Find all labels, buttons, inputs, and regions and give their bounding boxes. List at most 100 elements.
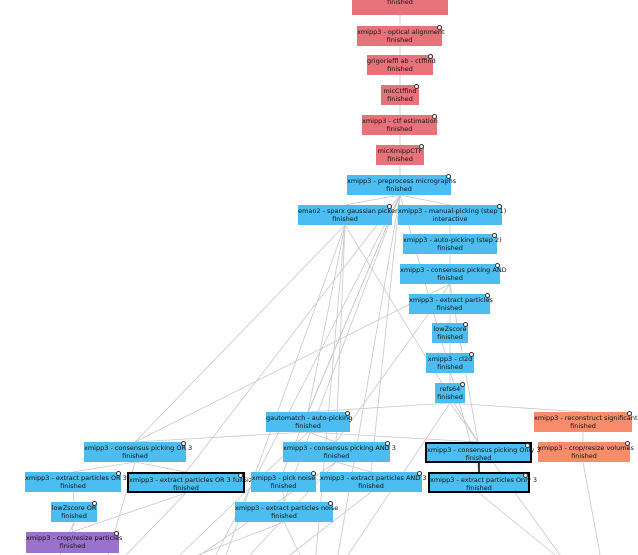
node-toggle-icon[interactable] (345, 411, 350, 416)
node-status: finished (570, 422, 596, 430)
protocol-node[interactable]: xmipp3 - manual-picking (step 1)interact… (398, 204, 507, 225)
node-status: finished (387, 65, 413, 73)
edge-line (315, 224, 346, 555)
node-toggle-icon[interactable] (428, 54, 433, 59)
edge-line (399, 194, 451, 206)
node-label: xmipp3 - extract particles AND 3 (320, 474, 427, 482)
node-toggle-icon[interactable] (460, 382, 465, 387)
node-toggle-icon[interactable] (497, 204, 502, 209)
node-status: finished (173, 484, 199, 492)
node-label: xmipp3 - consensus picking AND 3 (283, 444, 396, 452)
node-status: finished (437, 274, 463, 282)
node-label: gautomatch - auto-picking (266, 414, 353, 422)
edge-line (72, 491, 75, 503)
node-toggle-icon[interactable] (238, 473, 243, 478)
node-toggle-icon[interactable] (385, 441, 390, 446)
node-label: xmipp3 - crop/resize volumes (538, 444, 634, 452)
node-label: refs64 (439, 385, 461, 393)
node-label: xmipp3 - cl2d (427, 355, 473, 363)
node-label: xmipp3 - consensus picking Only 3 (427, 446, 541, 454)
node-status: finished (122, 452, 148, 460)
edge-line (449, 402, 584, 413)
node-toggle-icon[interactable] (469, 352, 474, 357)
node-status: finished (323, 452, 350, 460)
node-label: xmipp3 - manual-picking (step 1) (398, 207, 507, 215)
protocol-node-selected[interactable]: xmipp3 - extract particles OR 3 fullSize… (127, 472, 256, 493)
node-toggle-icon[interactable] (417, 471, 422, 476)
node-toggle-icon[interactable] (625, 441, 630, 446)
node-label: grigorieffl ab - ctffind (367, 57, 436, 65)
node-toggle-icon[interactable] (116, 471, 121, 476)
node-toggle-icon[interactable] (414, 84, 419, 89)
node-toggle-icon[interactable] (463, 322, 468, 327)
edge-line (307, 431, 337, 443)
node-toggle-icon[interactable] (114, 531, 119, 536)
node-status: interactive (432, 215, 468, 223)
protocol-node[interactable]: xmipp3 - auto-picking (step 2)finished (403, 233, 502, 254)
node-toggle-icon[interactable] (523, 473, 528, 478)
node-toggle-icon[interactable] (328, 501, 333, 506)
node-toggle-icon[interactable] (485, 293, 490, 298)
edge-line (125, 492, 187, 555)
protocol-node[interactable]: finished (352, 0, 448, 15)
node-label: xmipp3 - extract particles (409, 296, 493, 304)
edge-line (344, 194, 401, 206)
edge-line (283, 521, 301, 555)
node-toggle-icon[interactable] (495, 263, 500, 268)
edge-line (282, 491, 285, 503)
node-toggle-icon[interactable] (627, 411, 632, 416)
node-toggle-icon[interactable] (446, 174, 451, 179)
node-label: lowZscore (433, 325, 467, 333)
edge-line (215, 194, 401, 555)
node-toggle-icon[interactable] (432, 114, 437, 119)
node-toggle-icon[interactable] (181, 441, 186, 446)
node-status: finished (387, 155, 413, 163)
edge-line (134, 461, 187, 473)
node-label: xmipp3 - extract particles noise (235, 504, 339, 512)
edge-line (582, 461, 601, 555)
node-toggle-icon[interactable] (525, 443, 530, 448)
node-status: finished (437, 363, 463, 371)
node-label: xmipp3 - preprocess micrographs (347, 177, 457, 185)
node-status: finished (437, 333, 463, 341)
node-status: finished (59, 542, 86, 550)
node-toggle-icon[interactable] (437, 25, 442, 30)
node-toggle-icon[interactable] (387, 204, 392, 209)
node-status: finished (61, 512, 87, 520)
edge-line (71, 492, 187, 533)
node-toggle-icon[interactable] (311, 471, 316, 476)
node-label: xmipp3 - reconstruct significant (534, 414, 638, 422)
edge-line (307, 402, 451, 413)
node-toggle-icon[interactable] (419, 144, 424, 149)
node-label: micXmippCTF (377, 147, 423, 155)
node-status: finished (332, 215, 358, 223)
node-toggle-icon[interactable] (492, 233, 497, 238)
node-toggle-icon[interactable] (92, 501, 97, 506)
node-status: finished (386, 185, 412, 193)
